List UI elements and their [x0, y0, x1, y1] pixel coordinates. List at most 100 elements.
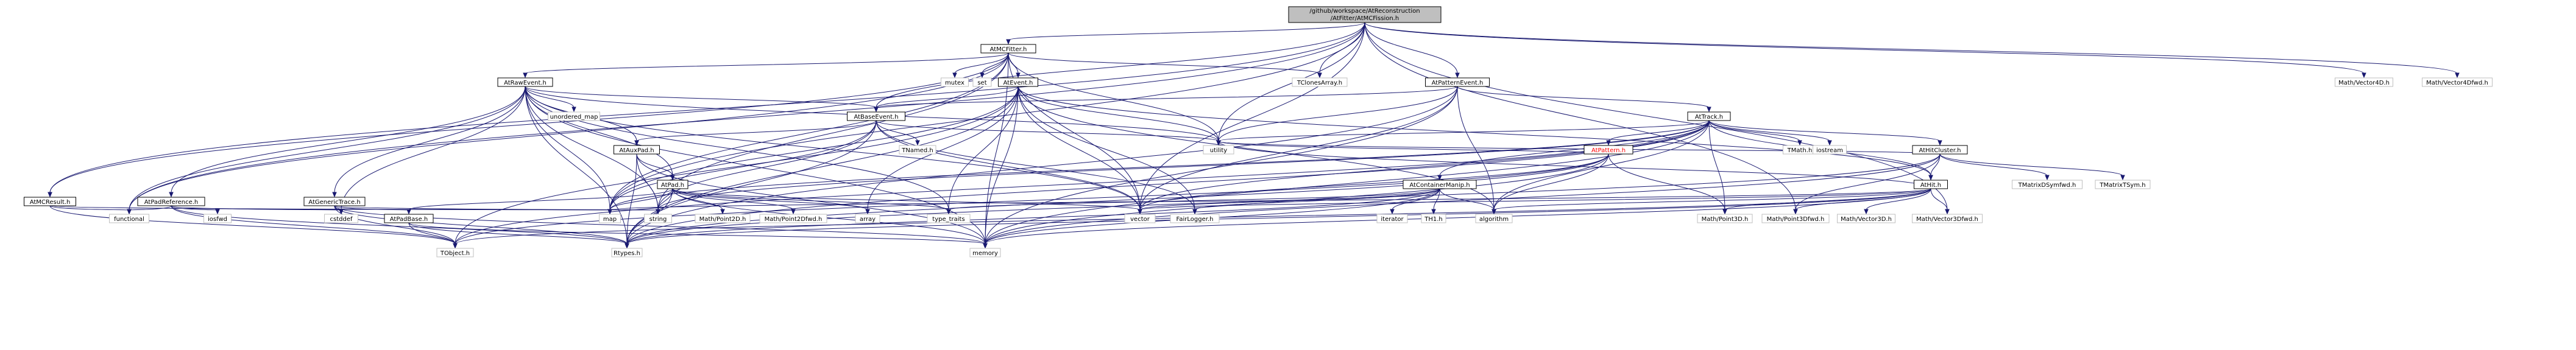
edge-event-to-map — [609, 86, 1019, 211]
node-mutex-box — [941, 77, 969, 87]
arrowhead-root-to-vector4dfwd — [2455, 72, 2460, 79]
edge-rawevent-to-functional — [129, 86, 526, 211]
node-auxpad[interactable]: AtAuxPad.h — [614, 145, 660, 155]
node-cstddef-box — [324, 214, 358, 223]
arrowhead-containermanip-to-iterator — [1390, 209, 1395, 215]
edge-mcfitter-to-mutex — [954, 52, 1009, 74]
arrowhead-containermanip-to-tiiih — [1431, 209, 1436, 215]
node-hit[interactable]: AtHit.h — [1914, 180, 1948, 189]
node-padbase[interactable]: AtPadBase.h — [384, 214, 434, 223]
node-tclonesarray: TClonesArray.h — [1292, 77, 1348, 87]
node-rawevent[interactable]: AtRawEvent.h — [497, 77, 553, 87]
edge-pad-to-point2d — [672, 188, 723, 211]
node-padreference[interactable]: AtPadReference.h — [137, 197, 205, 206]
node-baseevent[interactable]: AtBaseEvent.h — [847, 111, 905, 121]
edge-baseevent-to-auxpad — [636, 120, 877, 142]
edge-pad-to-array — [672, 188, 868, 211]
node-root[interactable]: /github/workspace/AtReconstruction/AtFit… — [1288, 6, 1442, 23]
node-padbase-box — [384, 214, 434, 223]
edge-baseevent-to-rtypes — [626, 120, 877, 245]
edge-root-to-vector3dfwd — [1364, 22, 1948, 211]
node-event-box — [998, 77, 1038, 87]
edge-hit-to-rtypes — [626, 188, 1931, 245]
edge-mcresult-to-functional — [49, 205, 130, 211]
node-memory: memory — [969, 248, 1001, 257]
arrowhead-pad-to-padbase — [406, 209, 411, 215]
arrowhead-hitcluster-to-hit — [1928, 175, 1933, 181]
node-fairlogger-box — [1170, 214, 1220, 223]
edge-generictrace-to-padbase — [334, 205, 409, 211]
arrowhead-hit-to-vector — [1138, 209, 1142, 215]
edge-mcfitter-to-tclonesarray — [1008, 52, 1320, 74]
edge-event-to-vector — [1017, 86, 1141, 211]
node-point2d-label: Math/Point2D.h — [699, 216, 746, 223]
node-track-label: AtTrack.h — [1695, 114, 1723, 121]
node-vector3d: Math/Vector3D.h — [1837, 214, 1895, 223]
edge-rawevent-to-unordered_map — [525, 86, 575, 108]
arrowhead-patternevent-to-track — [1707, 107, 1711, 113]
arrowhead-hit-to-utility — [1216, 140, 1221, 146]
node-iosfwd: iosfwd — [203, 214, 232, 223]
node-track[interactable]: AtTrack.h — [1687, 111, 1731, 121]
node-vector3dfwd-box — [1912, 214, 1983, 223]
edge-event-to-tobject — [455, 86, 1019, 245]
node-functional: functional — [109, 214, 149, 223]
node-array: array — [855, 214, 880, 223]
arrowhead-pad-to-array — [865, 209, 870, 215]
node-mcfitter[interactable]: AtMCFitter.h — [980, 44, 1036, 54]
edge-rawevent-to-rtypes — [525, 86, 628, 245]
edge-track-to-point3d — [1708, 120, 1725, 211]
node-fairlogger: FairLogger.h — [1170, 214, 1220, 223]
edge-hit-to-vector3d — [1866, 188, 1931, 211]
node-containermanip[interactable]: AtContainerManip.h — [1403, 180, 1477, 189]
node-vector3dfwd: Math/Vector3Dfwd.h — [1912, 214, 1983, 223]
node-padreference-box — [137, 197, 205, 206]
node-padbase-label: AtPadBase.h — [390, 216, 428, 223]
edge-mcfitter-to-mcresult — [49, 52, 1009, 194]
node-generictrace[interactable]: AtGenericTrace.h — [303, 197, 366, 206]
node-pattern[interactable]: AtPattern.h — [1583, 145, 1633, 155]
node-containermanip-box — [1403, 180, 1477, 189]
arrowhead-track-to-iostream — [1827, 140, 1832, 146]
edge-mcfitter-to-set — [982, 52, 1009, 74]
arrowhead-hit-to-vector3d — [1864, 209, 1869, 215]
node-patternevent[interactable]: AtPatternEvent.h — [1425, 77, 1490, 87]
edge-pad-to-memory — [672, 188, 986, 245]
node-baseevent-label: AtBaseEvent.h — [854, 114, 898, 121]
node-string-label: string — [649, 216, 667, 223]
node-pad[interactable]: AtPad.h — [657, 180, 688, 189]
arrowhead-padbase-to-tobject — [453, 243, 458, 249]
node-point3d: Math/Point3D.h — [1697, 214, 1753, 223]
node-event[interactable]: AtEvent.h — [998, 77, 1038, 87]
node-point2d-box — [695, 214, 751, 223]
edge-padbase-to-rtypes — [408, 222, 628, 245]
node-rtypes-box — [611, 248, 643, 257]
edge-root-to-utility — [1218, 22, 1365, 142]
node-tnamed: TNamed.h — [899, 145, 936, 155]
edge-mcfitter-to-rawevent — [525, 52, 1009, 74]
node-pattern-box — [1583, 145, 1633, 155]
node-vector4dfwd-label: Math/Vector4Dfwd.h — [2426, 80, 2488, 86]
edge-root-to-map — [609, 22, 1365, 211]
node-padreference-label: AtPadReference.h — [144, 199, 199, 206]
node-algorithm: algorithm — [1475, 214, 1513, 223]
edge-hit-to-vector3dfwd — [1930, 188, 1948, 211]
node-utility-label: utility — [1210, 147, 1228, 154]
edge-rawevent-to-vector — [525, 86, 1141, 211]
edge-baseevent-to-map — [609, 120, 877, 211]
node-cstddef-label: cstddef — [330, 216, 353, 223]
arrowhead-baseevent-to-tnamed — [915, 140, 920, 146]
arrowhead-root-to-vector4d — [2362, 72, 2366, 79]
node-auxpad-box — [614, 145, 660, 155]
node-pattern-label: AtPattern.h — [1591, 147, 1626, 154]
edge-containermanip-to-fairlogger — [1194, 188, 1440, 211]
node-mcresult[interactable]: AtMCResult.h — [24, 197, 76, 206]
edge-event-to-hit — [1017, 86, 1931, 177]
node-vector3d-box — [1837, 214, 1895, 223]
node-baseevent-box — [847, 111, 905, 121]
edge-track-to-string — [657, 120, 1710, 211]
node-hitcluster[interactable]: AtHitCluster.h — [1912, 145, 1968, 155]
edge-containermanip-to-algorithm — [1439, 188, 1495, 211]
arrowhead-padreference-to-iosfwd — [215, 209, 220, 215]
